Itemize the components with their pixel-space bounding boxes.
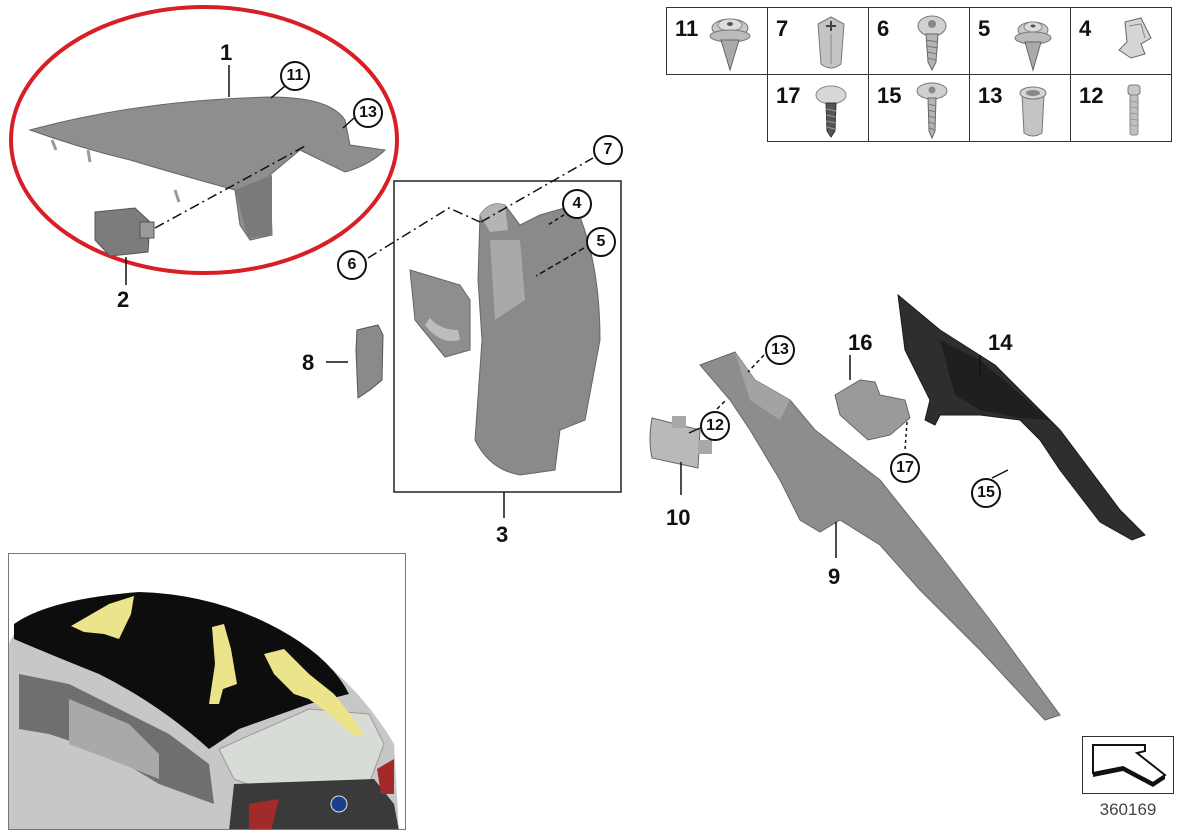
part-3-bracket [409, 269, 471, 358]
part-9-pillar-trim [699, 351, 1061, 721]
callout-7[interactable]: 7 [593, 135, 623, 165]
part-3-pillar-trim [474, 203, 601, 476]
push-rivet-clip-icon [709, 18, 751, 72]
callout-12[interactable]: 12 [700, 411, 730, 441]
sleeve-nut-icon [1019, 86, 1047, 137]
part-2-cover-cap [94, 207, 155, 257]
highlight-part-1 [71, 596, 134, 639]
fastener-number: 13 [978, 83, 1003, 108]
fastener-cell-7[interactable]: 7 [767, 7, 869, 75]
part-number-1[interactable]: 1 [220, 40, 233, 65]
orientation-arrow-icon [1092, 744, 1167, 787]
fastener-cell-11[interactable]: 11 [666, 7, 768, 75]
fastener-cell-6[interactable]: 6 [868, 7, 970, 75]
torx-screw-washer-icon [917, 15, 947, 72]
part-14-dark-trim [897, 293, 1146, 541]
callout-11[interactable]: 11 [280, 61, 310, 91]
spring-clip-icon [1118, 17, 1152, 59]
part-1-trim-panel [28, 96, 387, 241]
part-number-3[interactable]: 3 [496, 522, 509, 547]
fastener-number: 6 [877, 16, 890, 41]
part-3-group-box [393, 180, 622, 493]
callout-4[interactable]: 4 [562, 189, 592, 219]
fastener-cell-12[interactable]: 12 [1070, 74, 1172, 142]
fastener-number: 15 [877, 83, 902, 108]
fastener-number: 7 [776, 16, 789, 41]
exploded-view-right [649, 293, 1146, 721]
fastener-number: 12 [1079, 83, 1104, 108]
mushroom-head-screw-icon [815, 85, 847, 138]
part-number-8[interactable]: 8 [302, 350, 315, 375]
callout-15[interactable]: 15 [971, 478, 1001, 508]
exploded-view-left [9, 5, 622, 518]
fastener-cell-17[interactable]: 17 [767, 74, 869, 142]
fastener-cell-5[interactable]: 5 [969, 7, 1071, 75]
callout-5[interactable]: 5 [586, 227, 616, 257]
part-8-cap [355, 324, 384, 399]
fastener-number: 5 [978, 16, 991, 41]
highlight-ellipse [9, 5, 399, 275]
part-number-10[interactable]: 10 [666, 505, 691, 530]
torx-screw-flange-icon [916, 82, 948, 139]
diagram-code: 360169 [1099, 800, 1157, 819]
fastener-cell-15[interactable]: 15 [868, 74, 970, 142]
fastener-cell-4[interactable]: 4 [1070, 7, 1172, 75]
callout-13[interactable]: 13 [353, 98, 383, 128]
highlight-part-9 [264, 649, 364, 736]
highlight-part-3 [209, 624, 237, 704]
fastener-cell-13[interactable]: 13 [969, 74, 1071, 142]
callout-13-right[interactable]: 13 [765, 335, 795, 365]
part-10-cap [649, 416, 712, 469]
part-number-2[interactable]: 2 [117, 287, 130, 312]
part-number-9[interactable]: 9 [828, 564, 841, 589]
orientation-badge [1082, 736, 1174, 794]
vehicle-location-inset [8, 553, 406, 830]
part-number-16[interactable]: 16 [848, 330, 873, 355]
vehicle-illustration [9, 554, 405, 829]
push-rivet-clip-icon [1014, 21, 1052, 72]
expanding-nut-icon [817, 16, 845, 69]
callout-17[interactable]: 17 [890, 453, 920, 483]
callout-6[interactable]: 6 [337, 250, 367, 280]
fastener-number: 4 [1079, 16, 1092, 41]
part-16-bracket [834, 379, 911, 441]
fastener-number: 11 [675, 16, 699, 41]
part-number-14[interactable]: 14 [988, 330, 1013, 355]
fastener-number: 17 [776, 83, 801, 108]
socket-head-bolt-icon [1127, 84, 1141, 136]
